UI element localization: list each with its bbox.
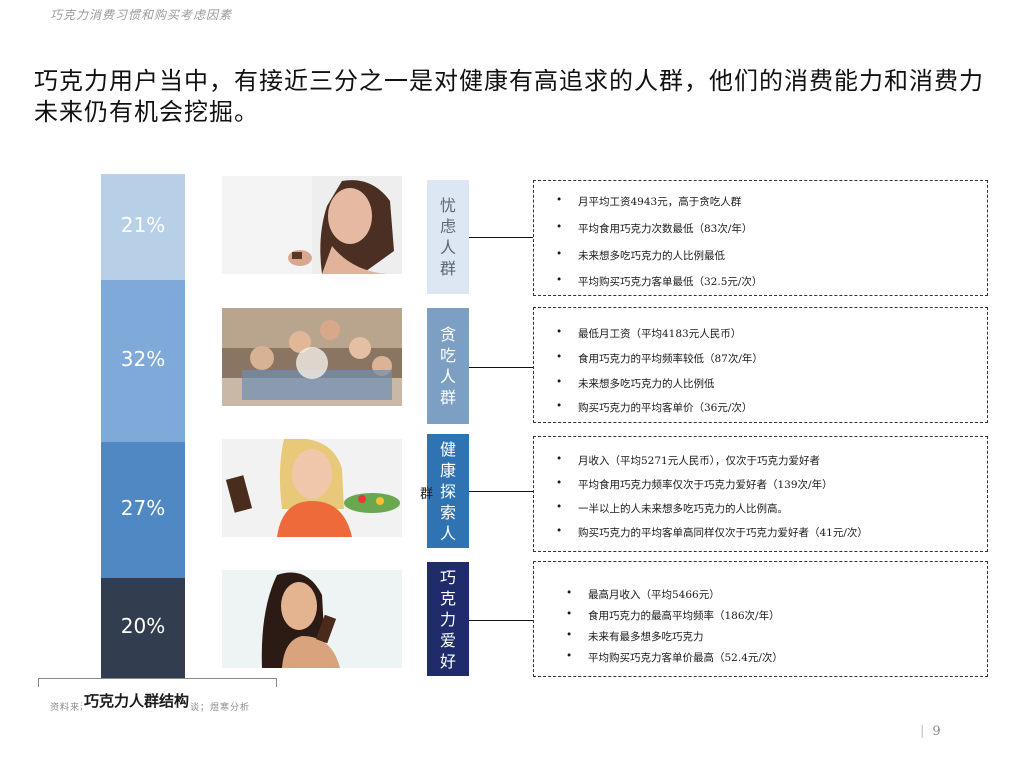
label-char: 爱 (439, 630, 456, 650)
chart-caption: 巧克力人群结构 (82, 690, 192, 711)
label-worried: 忧 虑 人 群 (427, 180, 469, 294)
label-char: 好 (439, 651, 456, 671)
bar-pct-health: 27% (120, 496, 166, 520)
bullet-item: 平均购买巧克力客单价最高（52.4元/次） (566, 650, 783, 665)
label-char: 群 (439, 259, 456, 278)
label-char: 人 (439, 523, 456, 543)
bar-segment-worried: 21% (101, 174, 185, 280)
bullet-item: 平均食用巧克力次数最低（83次/年） (556, 221, 752, 236)
label-char: 巧 (439, 567, 456, 587)
bullet-item: 未来想多吃巧克力的人比例最低 (556, 248, 725, 263)
bar-pct-lover: 20% (120, 614, 166, 638)
photo-lover-woman (222, 570, 402, 668)
bar-pct-foodie: 32% (120, 347, 166, 371)
bullet-item: 最高月收入（平均5466元） (566, 587, 720, 602)
label-lover: 巧 克 力 爱 好 (427, 562, 469, 676)
page-title: 巧克力用户当中，有接近三分之一是对健康有高追求的人群，他们的消费能力和消费力未来… (34, 67, 984, 126)
label-char: 虑 (439, 217, 456, 236)
page-number-value: 9 (932, 724, 941, 739)
bar-segment-foodie: 32% (101, 280, 185, 442)
connector-line (469, 620, 533, 621)
bullet-item: 一半以上的人未来想多吃巧克力的人比例高。 (556, 501, 788, 516)
bar-segment-lover: 20% (101, 578, 185, 678)
photo-health-woman (222, 439, 402, 537)
label-char: 克 (439, 588, 456, 608)
bullet-item: 未来想多吃巧克力的人比例低 (556, 376, 715, 391)
label-char: 吃 (439, 346, 456, 365)
label-char: 群 (439, 388, 456, 407)
bullet-item: 月平均工资4943元，高于贪吃人群 (556, 194, 741, 209)
connector-line (469, 237, 533, 238)
desc-box-foodie: 最低月工资（平均4183元人民币） 食用巧克力的平均频率较低（87次/年） 未来… (533, 307, 988, 423)
label-char: 人 (439, 238, 456, 257)
bullet-item: 购买巧克力的平均客单价（36元/次） (556, 400, 752, 415)
bullet-item: 食用巧克力的平均频率较低（87次/年） (556, 351, 763, 366)
bracket-line (38, 678, 277, 687)
bullet-item: 食用巧克力的最高平均频率（186次/年） (566, 608, 780, 623)
label-char: 人 (439, 367, 456, 386)
desc-box-lover: 最高月收入（平均5466元） 食用巧克力的最高平均频率（186次/年） 未来有最… (533, 561, 988, 677)
bar-pct-worried: 21% (120, 213, 166, 237)
desc-box-health: 月收入（平均5271元人民币），仅次于巧克力爱好者 平均食用巧克力频率仅次于巧克… (533, 436, 988, 552)
photo-foodie-group (222, 308, 402, 406)
desc-box-worried: 月平均工资4943元，高于贪吃人群 平均食用巧克力次数最低（83次/年） 未来想… (533, 180, 988, 296)
label-health: 健 康 探 索 人 (427, 434, 469, 548)
bar-segment-health: 27% (101, 442, 185, 578)
label-char: 忧 (439, 196, 456, 215)
label-char: 健 (439, 439, 456, 459)
bullet-item: 月收入（平均5271元人民币），仅次于巧克力爱好者 (556, 453, 820, 468)
connector-line (469, 367, 533, 368)
bullet-item: 平均食用巧克力频率仅次于巧克力爱好者（139次/年） (556, 477, 833, 492)
page-number: |9 (920, 724, 941, 739)
bullet-item: 未来有最多想多吃巧克力 (566, 629, 704, 644)
bullet-item: 购买巧克力的平均客单高同样仅次于巧克力爱好者（41元/次） (556, 525, 868, 540)
label-char: 探 (439, 481, 456, 501)
connector-line (469, 491, 533, 492)
bullet-item: 平均购买巧克力客单最低（32.5元/次） (556, 274, 762, 289)
label-char: 索 (439, 502, 456, 522)
label-char: 贪 (439, 325, 456, 344)
photo-worried-woman (222, 176, 402, 274)
label-char: 力 (439, 609, 456, 629)
label-overflow-char: 群 (420, 487, 434, 502)
label-foodie: 贪 吃 人 群 (427, 308, 469, 424)
header-subtitle: 巧克力消费习惯和购买考虑因素 (50, 8, 233, 22)
bullet-item: 最低月工资（平均4183元人民币） (556, 326, 741, 341)
label-char: 康 (439, 460, 456, 480)
